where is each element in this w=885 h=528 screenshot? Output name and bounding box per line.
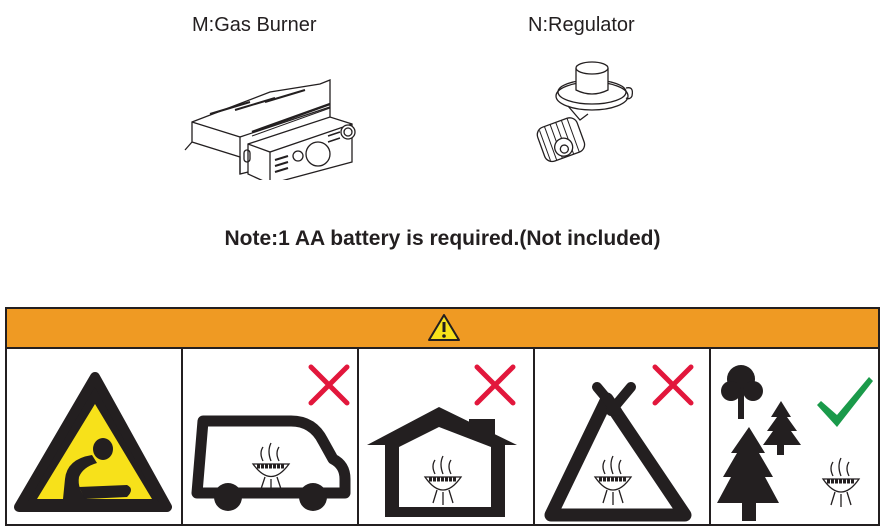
grill-in-house-icon <box>367 364 517 517</box>
warning-triangle-icon <box>428 314 460 341</box>
battery-note: Note:1 AA battery is required.(Not inclu… <box>224 227 661 250</box>
outdoors-cell <box>709 349 880 524</box>
gas-burner-illustration <box>184 79 356 180</box>
grill-icon <box>821 457 861 507</box>
grill-icon <box>423 455 463 505</box>
warning-band <box>7 309 878 349</box>
hazard-cell <box>7 349 181 524</box>
grill-in-tent-icon <box>544 364 694 522</box>
grill-in-vehicle-icon <box>191 364 351 511</box>
tent-cell <box>533 349 709 524</box>
vehicle-cell <box>181 349 357 524</box>
deciduous-tree-icon <box>721 365 763 419</box>
regulator-illustration <box>536 61 634 163</box>
grill-outdoors-icon <box>717 365 873 521</box>
cross-icon <box>652 364 694 406</box>
gas-burner-label: M:Gas Burner <box>192 14 317 36</box>
checkmark-icon <box>817 377 873 427</box>
large-pine-tree-icon <box>717 427 779 521</box>
small-pine-tree-icon <box>763 401 801 455</box>
regulator-label: N:Regulator <box>528 14 635 36</box>
grill-icon <box>593 455 633 505</box>
asphyxiation-hazard-icon <box>14 372 172 512</box>
house-cell <box>357 349 533 524</box>
cross-icon <box>474 364 516 406</box>
warning-panel <box>5 307 880 526</box>
grill-icon <box>251 442 291 491</box>
cross-icon <box>308 364 350 406</box>
